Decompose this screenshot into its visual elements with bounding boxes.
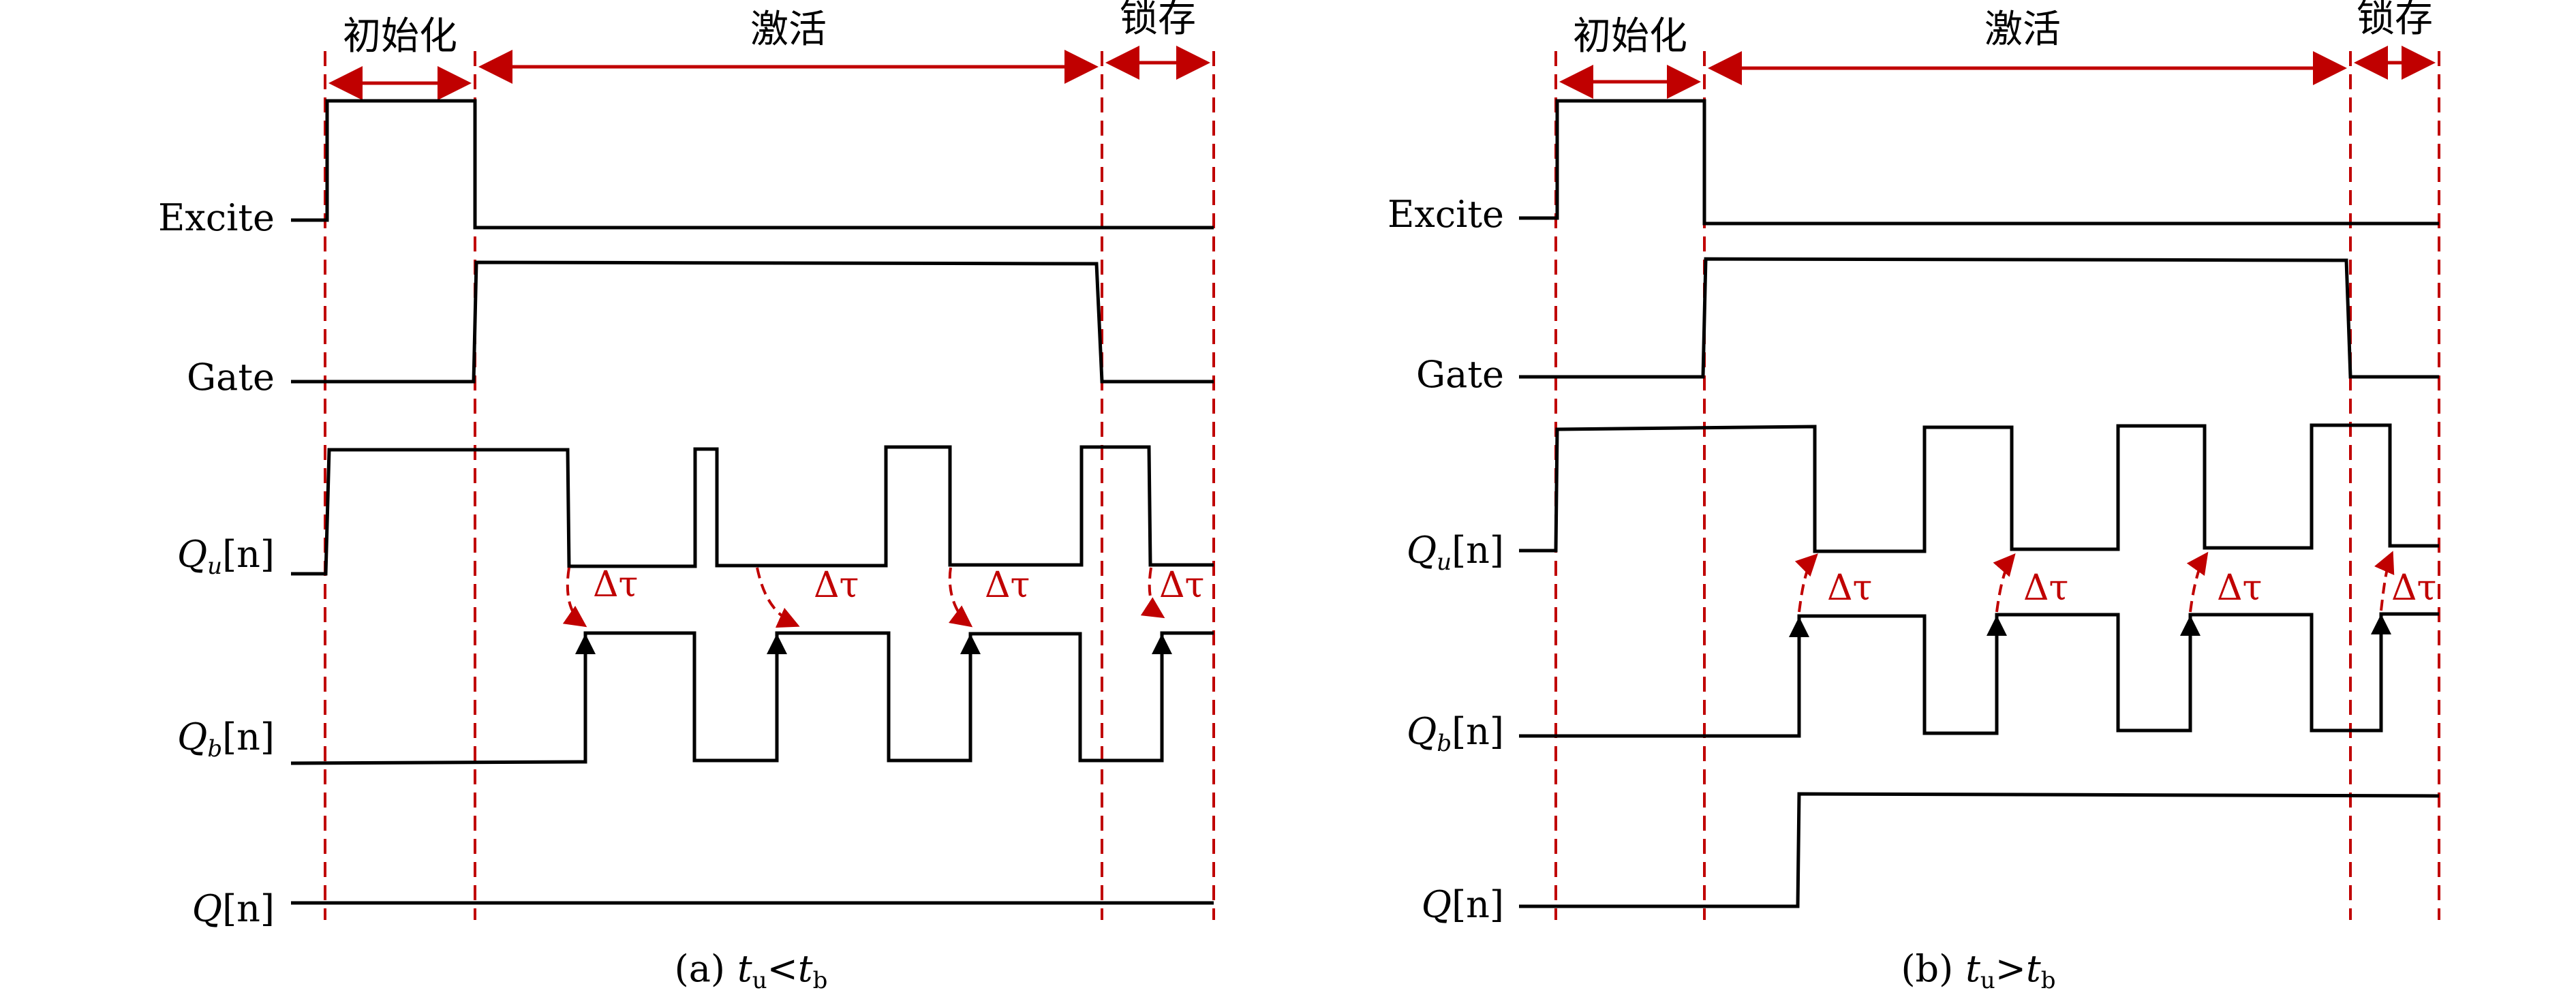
waveform-gate [291, 260, 1214, 384]
waveform-qb [1519, 612, 2439, 738]
delta-label-b-1: Δτ [1827, 568, 1872, 609]
waveform-excite [1519, 99, 2439, 226]
waveform-qb [290, 631, 1214, 765]
signal-label-q: Q[n] [1422, 883, 1504, 926]
delta-label-b-2: Δτ [2023, 568, 2068, 609]
caption-panel-b: (b)tu>tb [1901, 947, 2055, 994]
signal-label-qu: Qu[n] [177, 533, 275, 580]
delta-arrow-a-1 [562, 567, 587, 628]
waveform-excite [291, 99, 1214, 230]
signal-label-excite: Excite [1387, 193, 1504, 236]
delta-arrow-a-3 [948, 567, 973, 628]
signal-label-gate: Gate [1416, 353, 1504, 396]
waveform-qu [1519, 423, 2439, 553]
phase-label-latch: 锁存 [2357, 0, 2433, 41]
phase-label-activate: 激活 [1984, 7, 2061, 52]
delta-label-a-3: Δτ [985, 565, 1030, 606]
waveform-qu [291, 445, 1214, 576]
waveform-gate [1519, 257, 2439, 379]
delta-arrow-b-2 [1993, 553, 2016, 613]
delta-arrow-b-1 [1794, 553, 1818, 613]
signal-label-qb: Qb[n] [1407, 710, 1504, 757]
caption-panel-a: (a)tu<tb [675, 947, 828, 994]
delta-arrow-b-3 [2186, 551, 2209, 613]
delta-label-a-2: Δτ [814, 565, 859, 606]
phase-label-init: 初始化 [1573, 14, 1687, 59]
phase-label-latch: 锁存 [1120, 0, 1196, 41]
delta-arrow-a-2 [756, 567, 800, 628]
signal-label-q: Q[n] [192, 887, 275, 930]
signal-label-qu: Qu[n] [1407, 529, 1504, 576]
signal-label-gate: Gate [187, 356, 275, 399]
waveform-q [1519, 792, 2440, 908]
delta-label-a-1: Δτ [593, 564, 638, 605]
delta-label-a-4: Δτ [1159, 565, 1204, 606]
signal-label-excite: Excite [158, 196, 275, 239]
phase-label-activate: 激活 [750, 7, 827, 52]
phase-label-init: 初始化 [343, 14, 457, 59]
panel-b: 初始化 激活 锁存 Excite Gate Qu[n] Qb[n] Q[n] Δ… [1387, 0, 2440, 994]
signal-label-qb: Qb[n] [177, 716, 275, 763]
delta-arrow-a-4 [1140, 567, 1165, 619]
delta-arrow-b-4 [2374, 551, 2395, 611]
delta-label-b-3: Δτ [2217, 568, 2262, 609]
delta-label-b-4: Δτ [2391, 568, 2436, 609]
panel-a: 初始化 激活 锁存 Excite Gate Qu[n] Qb[n] Q[n] Δ… [158, 0, 1215, 994]
